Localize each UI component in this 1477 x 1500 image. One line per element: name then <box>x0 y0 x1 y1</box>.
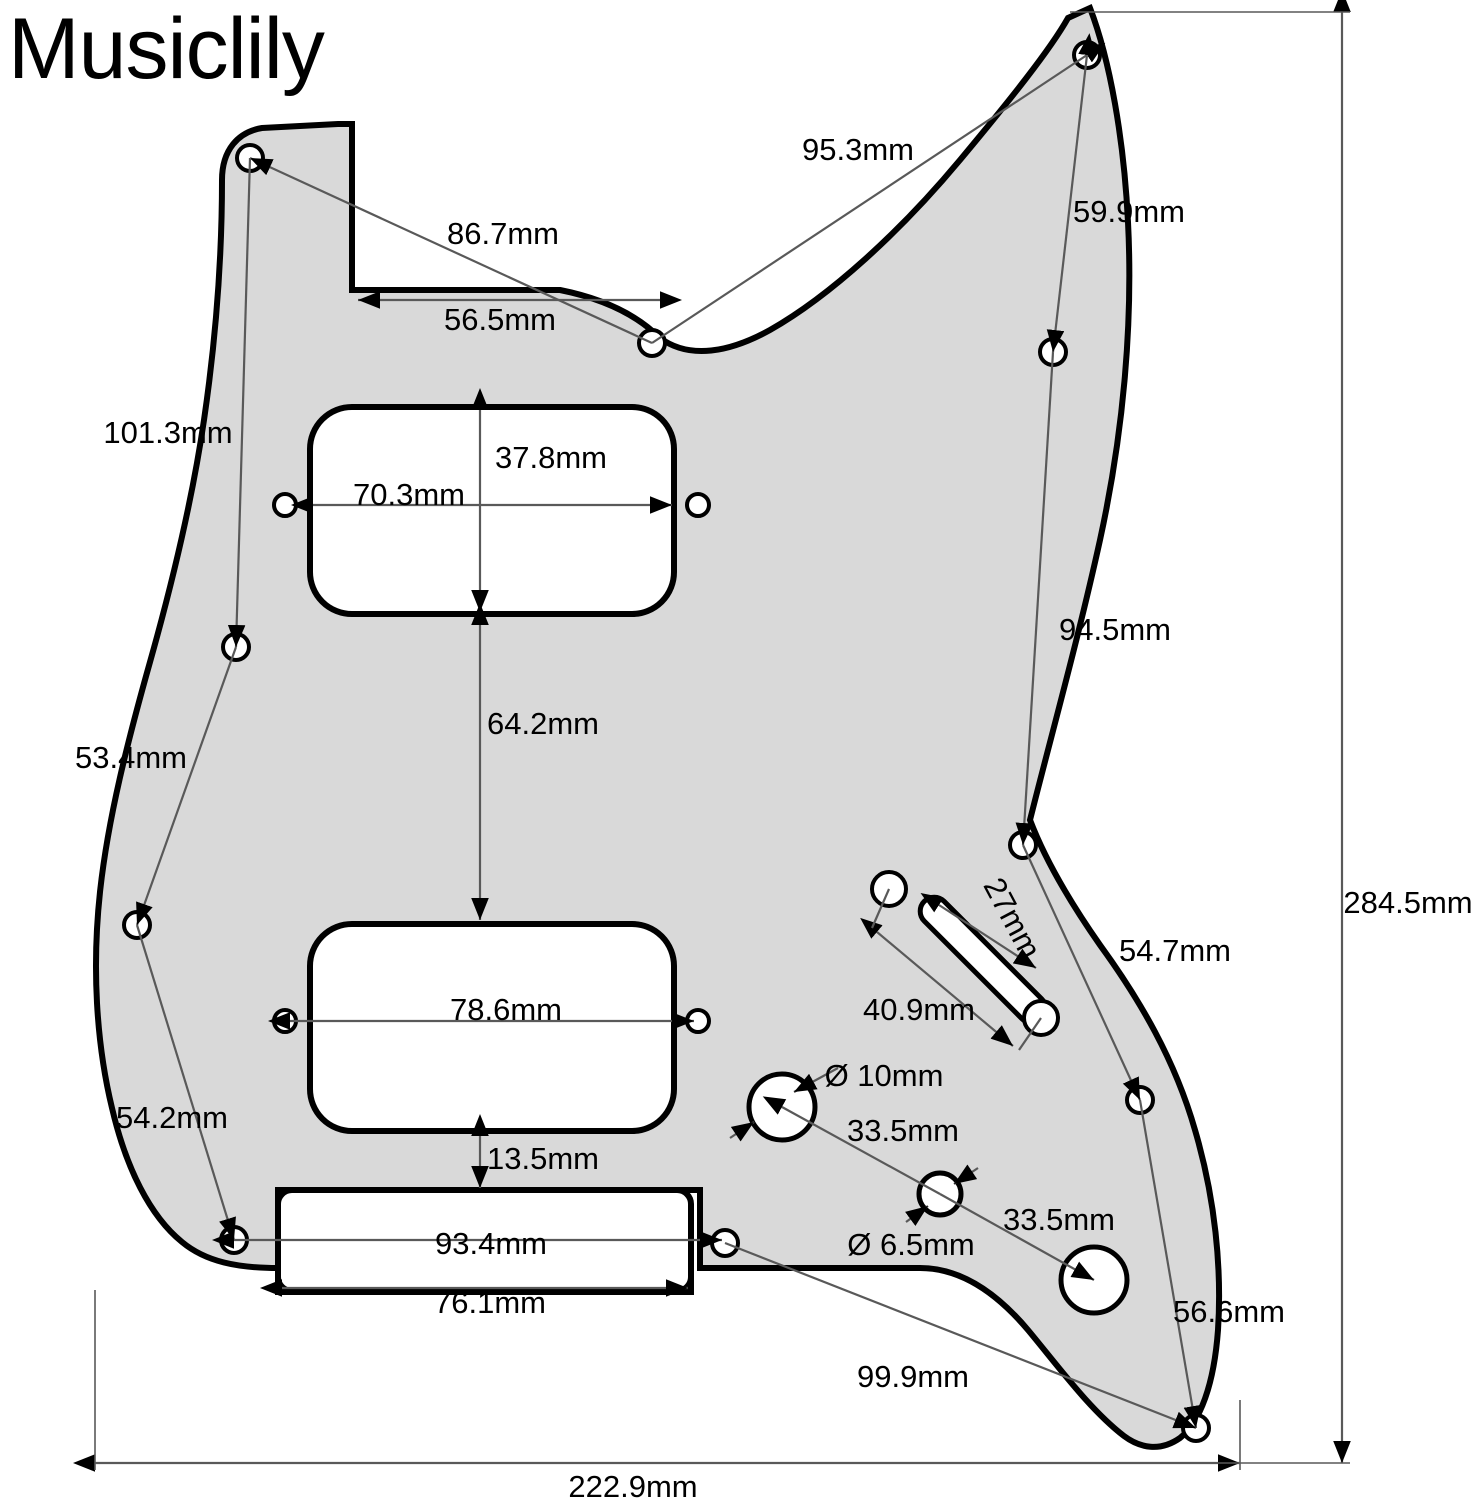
dimline-33-5-upper <box>762 1096 941 1195</box>
leader-screw-diameter-2 <box>905 1205 929 1227</box>
leader-pot-diameter <box>793 1067 839 1093</box>
dim-label-54-2: 54.2mm <box>116 1100 228 1135</box>
brand-logo: Musiclily <box>8 1 325 97</box>
dimline-59-9 <box>1046 33 1096 353</box>
dimline-54-2 <box>135 924 236 1241</box>
dim-label-222-9: 222.9mm <box>568 1469 697 1500</box>
bridge-humbucker-cavity <box>307 921 677 1134</box>
dim-label-56-6: 56.6mm <box>1173 1294 1285 1329</box>
dimline-54-7 <box>1022 844 1141 1101</box>
dimline-95-3 <box>651 42 1106 344</box>
dim-label-94-5: 94.5mm <box>1059 612 1171 647</box>
dim-label-6-5mm: Ø 6.5mm <box>847 1227 974 1262</box>
dimline-101-3 <box>227 157 252 648</box>
leader-screw-diameter <box>953 1164 979 1185</box>
dimline-99-9 <box>724 1241 1197 1430</box>
dimline-53-4 <box>135 646 238 926</box>
dim-label-86-7: 86.7mm <box>447 216 559 251</box>
dim-label-93-4: 93.4mm <box>435 1226 547 1261</box>
dimline-40-9 <box>860 917 1014 1047</box>
dim-label-56-5: 56.5mm <box>444 302 556 337</box>
neck-pickup-ear-right <box>685 492 711 518</box>
dim-label-70-3: 70.3mm <box>353 477 465 512</box>
dim-label-59-9: 59.9mm <box>1073 194 1185 229</box>
dim-label-53-4: 53.4mm <box>75 740 187 775</box>
dim-label-13-5: 13.5mm <box>487 1141 599 1176</box>
dim-label-64-2: 64.2mm <box>487 706 599 741</box>
dimension-lines <box>73 0 1351 1472</box>
dimline-33-5-lower <box>939 1193 1095 1281</box>
dim-label-10mm: Ø 10mm <box>825 1058 944 1093</box>
dimline-94-5 <box>1015 351 1055 846</box>
leader-switch-screw-upper <box>870 888 891 929</box>
dim-label-54-7: 54.7mm <box>1119 933 1231 968</box>
dim-label-37-8: 37.8mm <box>495 440 607 475</box>
dim-label-99-9: 99.9mm <box>857 1359 969 1394</box>
dim-label-40-9: 40.9mm <box>863 992 975 1027</box>
dim-label-76-1: 76.1mm <box>434 1285 546 1320</box>
dim-label-33-5-b: 33.5mm <box>1003 1202 1115 1237</box>
dimline-56-6 <box>1138 1099 1201 1429</box>
dim-label-33-5-a: 33.5mm <box>847 1113 959 1148</box>
dimension-labels: 95.3mm 59.9mm 86.7mm 56.5mm 101.3mm 37.8… <box>75 132 1473 1500</box>
dim-label-78-6: 78.6mm <box>450 992 562 1027</box>
leader-pot-diameter-2 <box>729 1121 755 1142</box>
dim-label-95-3: 95.3mm <box>802 132 914 167</box>
dim-label-284-5: 284.5mm <box>1343 885 1472 920</box>
dimline-86-7 <box>249 157 653 344</box>
leader-switch-screw-lower <box>1018 1017 1042 1051</box>
dim-label-101-3: 101.3mm <box>103 415 232 450</box>
neck-pickup-ear-left <box>272 492 298 518</box>
